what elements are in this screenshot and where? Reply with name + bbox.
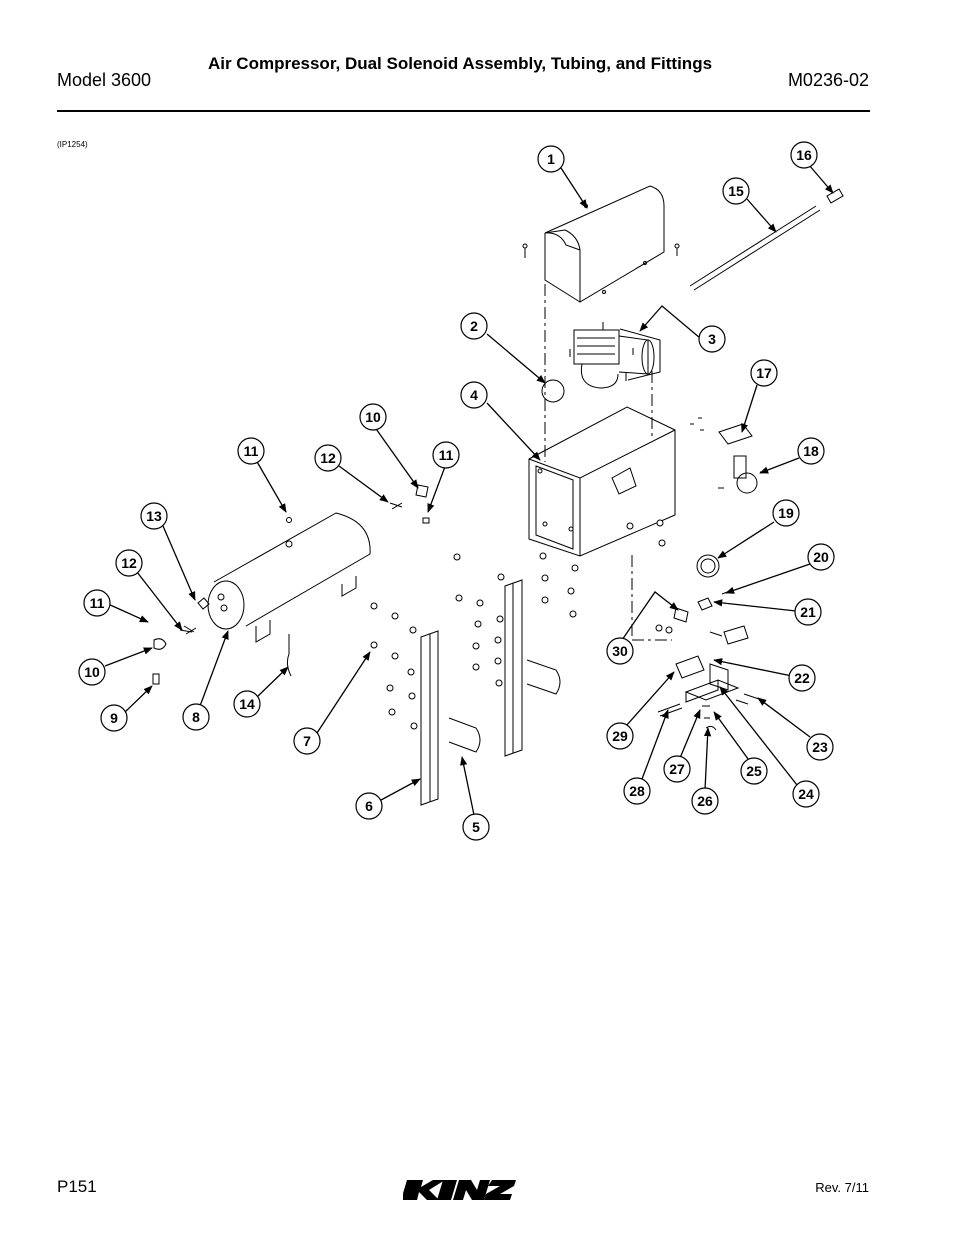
callout-14: 14: [233, 690, 261, 718]
callout-22: 22: [788, 664, 816, 692]
dual-solenoid-assembly: [657, 554, 763, 731]
hardware-nuts: [370, 519, 673, 730]
svg-text:11: 11: [244, 443, 259, 459]
callout-1: 1: [537, 145, 565, 173]
svg-text:28: 28: [629, 783, 645, 799]
svg-text:12: 12: [121, 555, 137, 571]
figure-id: (IP1254): [57, 140, 88, 149]
callout-12-left: 12: [115, 549, 143, 577]
callout-26: 26: [691, 787, 719, 815]
svg-text:29: 29: [612, 728, 628, 744]
svg-text:19: 19: [778, 505, 794, 521]
callout-4: 4: [460, 381, 488, 409]
svg-text:6: 6: [365, 798, 373, 814]
air-compressor: [541, 322, 661, 403]
svg-text:10: 10: [365, 409, 381, 425]
svg-text:4: 4: [470, 387, 478, 403]
document-code: M0236-02: [787, 70, 869, 90]
callout-16: 16: [790, 141, 818, 169]
pressure-regulator: [718, 423, 768, 494]
page-title: Air Compressor, Dual Solenoid Assembly, …: [207, 54, 713, 73]
svg-text:9: 9: [110, 710, 118, 726]
svg-text:10: 10: [84, 664, 100, 680]
svg-text:16: 16: [796, 147, 812, 163]
callout-3: 3: [698, 325, 726, 353]
svg-text:22: 22: [794, 670, 810, 686]
callout-19: 19: [772, 499, 800, 527]
callout-8: 8: [182, 703, 210, 731]
callout-15: 15: [722, 177, 750, 205]
callout-2: 2: [460, 312, 488, 340]
callout-11-tank: 11: [237, 437, 265, 465]
revision-date: Rev. 7/11: [815, 1180, 869, 1195]
callout-10-left: 10: [78, 658, 106, 686]
compressor-box: [528, 406, 704, 557]
svg-text:20: 20: [813, 549, 829, 565]
svg-text:11: 11: [439, 447, 454, 463]
model-label: Model 3600: [57, 70, 152, 90]
kinze-logo: [401, 1176, 521, 1209]
svg-text:12: 12: [320, 450, 336, 466]
callout-30: 30: [606, 637, 634, 665]
svg-text:11: 11: [90, 595, 105, 611]
callout-18: 18: [797, 437, 825, 465]
callout-23: 23: [806, 733, 834, 761]
callout-6: 6: [355, 792, 383, 820]
callout-7: 7: [293, 727, 321, 755]
svg-text:3: 3: [708, 331, 716, 347]
svg-text:30: 30: [612, 643, 628, 659]
callout-9: 9: [100, 704, 128, 732]
svg-text:2: 2: [470, 318, 478, 334]
svg-text:14: 14: [239, 696, 255, 712]
svg-text:13: 13: [146, 508, 162, 524]
header-divider: [57, 110, 870, 112]
mounting-brackets: [420, 579, 523, 806]
callout-24: 24: [792, 780, 820, 808]
callout-11-right: 11: [432, 441, 460, 469]
svg-text:21: 21: [800, 604, 816, 620]
callout-11-left: 11: [83, 589, 111, 617]
svg-text:8: 8: [192, 709, 200, 725]
callout-12-top: 12: [314, 444, 342, 472]
callout-25: 25: [740, 757, 768, 785]
air-tank: [207, 512, 371, 643]
svg-text:23: 23: [812, 739, 828, 755]
callout-17: 17: [750, 359, 778, 387]
svg-text:5: 5: [472, 819, 480, 835]
svg-text:25: 25: [746, 763, 762, 779]
svg-text:18: 18: [803, 443, 819, 459]
compressor-cover: [522, 185, 680, 303]
page-number: P151: [57, 1177, 97, 1196]
tank-fittings: [152, 484, 430, 685]
u-bolts: [448, 659, 561, 753]
callout-10-top: 10: [359, 403, 387, 431]
assembly-centerlines: [544, 284, 672, 641]
svg-text:17: 17: [756, 365, 772, 381]
svg-text:26: 26: [697, 793, 713, 809]
callout-29: 29: [606, 722, 634, 750]
callout-21: 21: [794, 598, 822, 626]
leader-lines: [104, 164, 834, 816]
callout-5: 5: [462, 813, 490, 841]
svg-text:15: 15: [728, 183, 744, 199]
callout-27: 27: [663, 755, 691, 783]
svg-text:24: 24: [798, 786, 814, 802]
air-hose: [689, 188, 844, 291]
svg-text:27: 27: [669, 761, 685, 777]
svg-text:1: 1: [547, 151, 555, 167]
callout-20: 20: [807, 543, 835, 571]
callout-28: 28: [623, 777, 651, 805]
callout-13: 13: [140, 502, 168, 530]
svg-text:7: 7: [303, 733, 311, 749]
